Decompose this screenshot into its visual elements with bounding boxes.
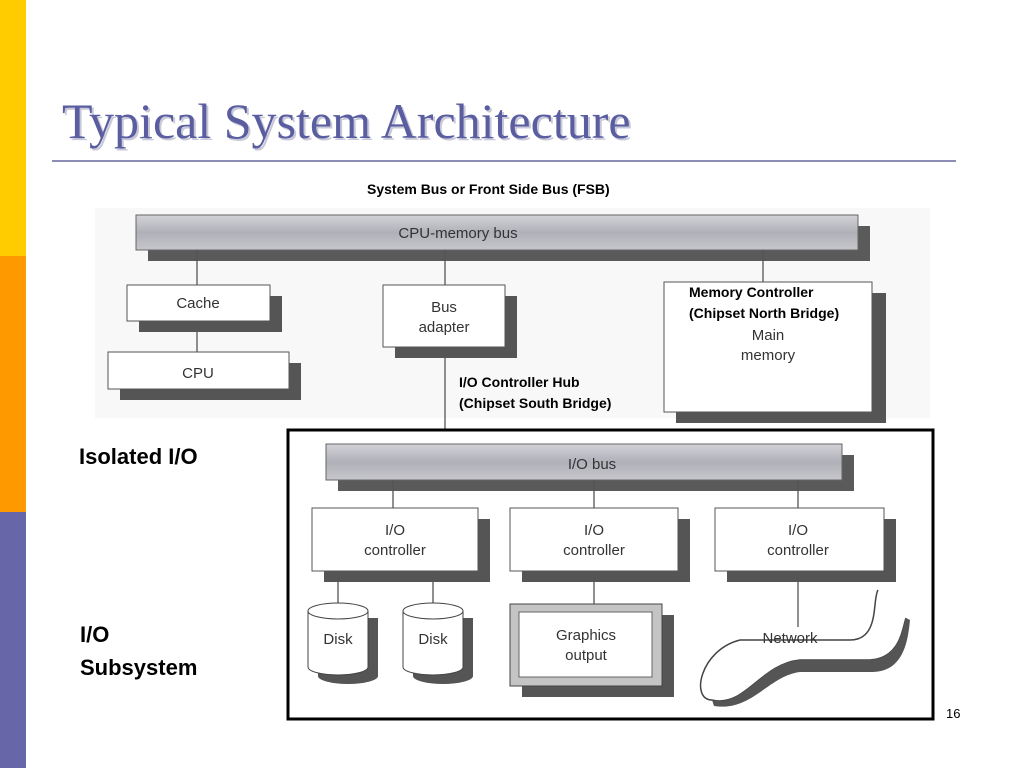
io-controller-1-line-2: controller (364, 542, 426, 559)
slide-title: Typical System Architecture (62, 93, 631, 149)
io-bus: I/O bus (325, 443, 854, 491)
page-number: 16 (946, 706, 961, 721)
title-underline (52, 160, 956, 162)
accent-stripe-yellow (0, 0, 26, 256)
network-cable: Network (699, 589, 910, 707)
io-controller-hub-note: I/O Controller Hub (Chipset South Bridge… (459, 372, 611, 414)
io-controller-1-line-1: I/O (385, 522, 405, 539)
isolated-io-label: Isolated I/O (79, 444, 198, 469)
network-label: Network (762, 630, 818, 647)
cpu-box: CPU (107, 351, 301, 400)
cache-label: Cache (176, 295, 219, 312)
disk-2-label: Disk (418, 631, 448, 648)
io-controller-hub-line-1: I/O Controller Hub (459, 374, 580, 390)
io-controller-2-line-1: I/O (584, 522, 604, 539)
disk-2: Disk (402, 602, 473, 684)
top-connectors (196, 250, 764, 443)
main-memory-box: Main memory (663, 281, 886, 423)
io-subsystem-line-1: I/O (80, 622, 110, 647)
cpu-memory-bus-label: CPU-memory bus (398, 225, 517, 242)
memory-controller-line-2: (Chipset North Bridge) (689, 305, 840, 321)
graphics-output-line-2: output (565, 647, 608, 664)
accent-stripe-orange (0, 256, 26, 512)
io-controller-3-line-2: controller (767, 542, 829, 559)
cache-box: Cache (126, 284, 282, 332)
memory-controller-line-1: Memory Controller (689, 284, 814, 300)
io-controller-hub-line-2: (Chipset South Bridge) (459, 395, 612, 411)
accent-stripe-purple (0, 512, 26, 768)
disk-1-label: Disk (323, 631, 353, 648)
cpu-label: CPU (182, 365, 214, 382)
io-subsystem-line-2: Subsystem (80, 655, 198, 680)
io-controller-2: I/O controller (509, 507, 690, 582)
cpu-memory-bus: CPU-memory bus (135, 214, 870, 261)
graphics-output-box: Graphics output (509, 603, 674, 697)
main-memory-line-1: Main (752, 327, 785, 344)
fsb-label: System Bus or Front Side Bus (FSB) (367, 181, 610, 197)
io-controller-3: I/O controller (714, 507, 896, 582)
disk-1: Disk (307, 602, 378, 684)
graphics-output-line-1: Graphics (556, 627, 616, 644)
io-controller-2-line-2: controller (563, 542, 625, 559)
memory-controller-note: Memory Controller (Chipset North Bridge) (689, 282, 839, 324)
bus-adapter-line-1: Bus (431, 299, 457, 316)
main-memory-line-2: memory (741, 347, 796, 364)
io-controller-1: I/O controller (311, 507, 490, 582)
bus-adapter-box: Bus adapter (382, 284, 517, 358)
bus-adapter-line-2: adapter (419, 319, 470, 336)
io-subsystem-label: I/O Subsystem (80, 618, 197, 684)
io-bus-label: I/O bus (568, 456, 616, 473)
io-controller-3-line-1: I/O (788, 522, 808, 539)
